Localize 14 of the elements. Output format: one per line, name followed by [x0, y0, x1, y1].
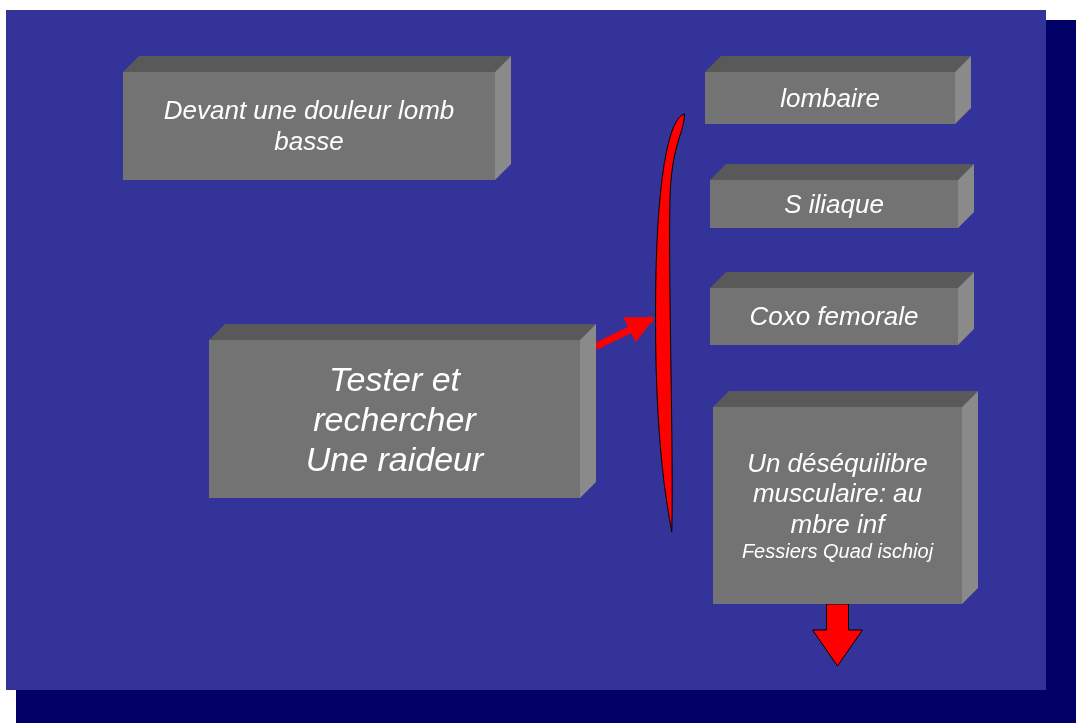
box-text: Devant une douleur lomb basse: [162, 95, 456, 157]
box-text: Fessiers Quad ischioj: [741, 539, 934, 564]
box-text: Un déséquilibre musculaire: au mbre inf: [746, 447, 929, 540]
3d-box: [710, 164, 974, 228]
3d-box: [705, 56, 971, 124]
box-text: Tester et rechercher Une raideur: [304, 358, 486, 480]
box-text: Coxo femorale: [749, 301, 919, 332]
3d-box: [123, 56, 511, 180]
box-text: lombaire: [780, 82, 880, 114]
3d-box: [209, 324, 596, 498]
3d-box: [710, 272, 974, 345]
box-text: S iliaque: [784, 188, 884, 220]
3d-box: [713, 391, 978, 604]
block-arrow: [812, 603, 863, 667]
